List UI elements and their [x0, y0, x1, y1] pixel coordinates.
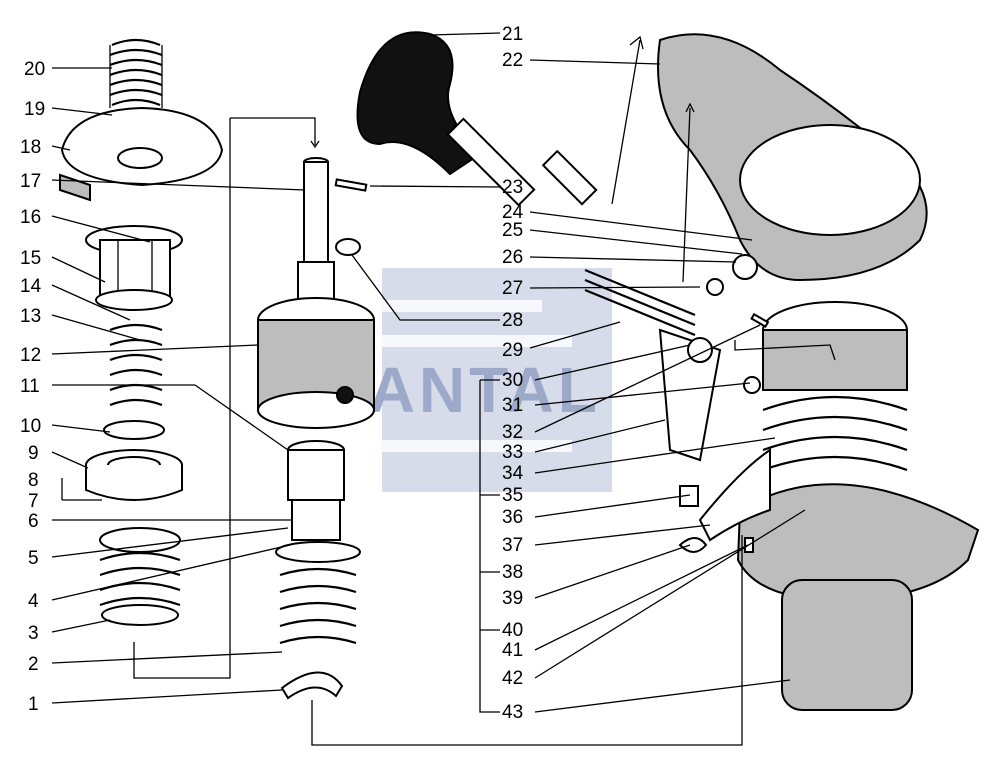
callout-8: 8 [28, 470, 39, 491]
callout-2: 2 [28, 654, 39, 675]
callout-34: 34 [502, 463, 524, 484]
part-16-cage [85, 225, 183, 311]
callout-30: 30 [502, 370, 523, 391]
callout-39: 39 [502, 588, 523, 609]
callout-40: 40 [502, 620, 523, 641]
callout-17: 17 [20, 171, 41, 192]
callout-20: 20 [24, 59, 45, 80]
callout-35: 35 [502, 485, 523, 506]
callout-36: 36 [502, 507, 523, 528]
callout-labels: 20 19 18 17 16 15 14 13 12 11 10 9 8 7 6… [20, 24, 524, 723]
callout-27: 27 [502, 278, 523, 299]
callout-6: 6 [28, 511, 39, 532]
callout-31: 31 [502, 395, 523, 416]
callout-22: 22 [502, 50, 523, 71]
sleeve [275, 440, 361, 563]
left-assembly [59, 38, 224, 626]
part-3-spring [99, 527, 181, 626]
part-10-washer [103, 420, 165, 440]
callout-41: 41 [502, 640, 523, 661]
center-assembly [257, 157, 375, 700]
callout-21: 21 [502, 24, 523, 45]
callout-16: 16 [20, 207, 41, 228]
part-21-handle [356, 31, 598, 207]
leader-lines [51, 32, 836, 746]
part-13-spring [109, 323, 163, 407]
callout-42: 42 [502, 668, 523, 689]
callout-11: 11 [20, 376, 40, 397]
callout-38: 38 [502, 562, 523, 583]
callout-3: 3 [28, 623, 39, 644]
callout-18: 18 [20, 137, 41, 158]
callout-9: 9 [28, 443, 39, 464]
bracket [584, 254, 771, 553]
part-28-oring [335, 238, 361, 256]
callout-28: 28 [502, 310, 523, 331]
callout-1: 1 [28, 694, 39, 715]
callout-19: 19 [24, 99, 45, 120]
callout-32: 32 [502, 422, 523, 443]
callout-37: 37 [502, 535, 523, 556]
callout-23: 23 [502, 177, 523, 198]
center-spring [279, 567, 357, 645]
callout-33: 33 [502, 442, 523, 463]
callout-15: 15 [20, 248, 41, 269]
part-23-pin [334, 178, 368, 192]
callout-5: 5 [28, 548, 39, 569]
callout-14: 14 [20, 276, 42, 297]
part-12-piston [257, 297, 375, 429]
callout-29: 29 [502, 340, 523, 361]
callout-24: 24 [502, 202, 524, 223]
part-9-bushing [85, 449, 183, 501]
part-22-housing [657, 33, 928, 282]
right-lower-housing [736, 301, 980, 711]
callout-26: 26 [502, 247, 523, 268]
part-1-circlip [280, 671, 344, 700]
callout-13: 13 [20, 306, 41, 327]
part-20-spring [109, 38, 163, 108]
callout-43: 43 [502, 702, 523, 723]
callout-12: 12 [20, 345, 41, 366]
callout-7: 7 [28, 491, 39, 512]
rod [297, 157, 335, 303]
callout-4: 4 [28, 591, 39, 612]
callout-10: 10 [20, 416, 41, 437]
callout-25: 25 [502, 220, 523, 241]
